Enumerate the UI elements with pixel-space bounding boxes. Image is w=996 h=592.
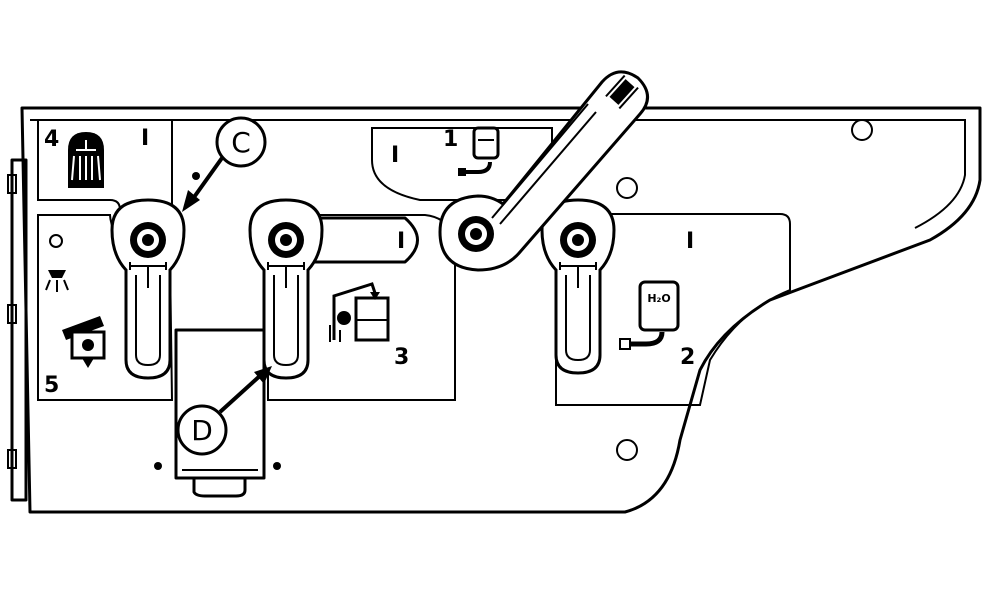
valve-stem-center (470, 228, 482, 240)
mount-hole (616, 177, 638, 199)
callout-d-circle (176, 404, 228, 456)
callout-c-label: C (231, 126, 251, 159)
clean-water-label: H₂O (647, 292, 670, 305)
valve-4-number: 4 (44, 127, 59, 152)
valve-2-number: 2 (680, 345, 695, 370)
valve-marker (267, 262, 305, 288)
valve-handle-slot (565, 275, 591, 362)
callout-d-arrowhead (254, 366, 272, 384)
mount-hole (616, 439, 638, 461)
valve-stem-center (572, 234, 584, 246)
valve-4-position-mark: I (141, 126, 149, 151)
callout-d-label: D (191, 414, 213, 447)
sprayer-icon (605, 74, 639, 110)
valve-5-number: 5 (44, 373, 59, 398)
callout-c-arrowhead (182, 190, 200, 212)
valve-3-position-mark: I (397, 229, 405, 254)
callout-d-leader (218, 372, 264, 414)
panel-outline (20, 106, 982, 514)
bracket-tab (192, 476, 247, 498)
valve-1-position-mark: I (391, 143, 399, 168)
valve-handle-slot (135, 275, 161, 367)
valve-stem-center (280, 234, 292, 246)
valve-marker (559, 262, 597, 288)
valve-2-position-mark: I (686, 229, 694, 254)
valve-handle-slot (491, 103, 589, 219)
valve-marker (129, 262, 167, 288)
rinse-tank-icon (68, 132, 104, 188)
callout-c-circle (215, 116, 267, 168)
label-zone-2 (555, 213, 791, 406)
valve-handle-diagonal (438, 70, 649, 272)
valve-stem-center (142, 234, 154, 246)
tank-fill-icon (458, 126, 500, 176)
panel-inner-edge (30, 119, 966, 229)
valve-3-number: 3 (394, 345, 409, 370)
rivet (154, 462, 162, 470)
clean-water-tank-icon: H₂O (619, 280, 680, 350)
valve-1-number: 1 (443, 127, 458, 152)
bracket-bolt (7, 174, 17, 194)
rivet (192, 172, 200, 180)
recirculation-icon (329, 282, 390, 342)
nozzle-icon (45, 270, 69, 292)
callout-c-leader (190, 156, 224, 202)
bottom-bracket (174, 328, 266, 480)
valve-3-tab (298, 216, 419, 264)
valve-handle-center (248, 198, 324, 380)
valve-handle-slot (499, 111, 597, 225)
valve-handle-slot (273, 275, 299, 367)
valve-handle-left (110, 198, 186, 380)
left-bracket (10, 158, 28, 502)
small-hole (49, 234, 63, 248)
mount-hole (851, 119, 873, 141)
agitator-icon (62, 316, 106, 368)
bracket-bolt (7, 304, 17, 324)
rivet (273, 462, 281, 470)
bracket-bolt (7, 449, 17, 469)
